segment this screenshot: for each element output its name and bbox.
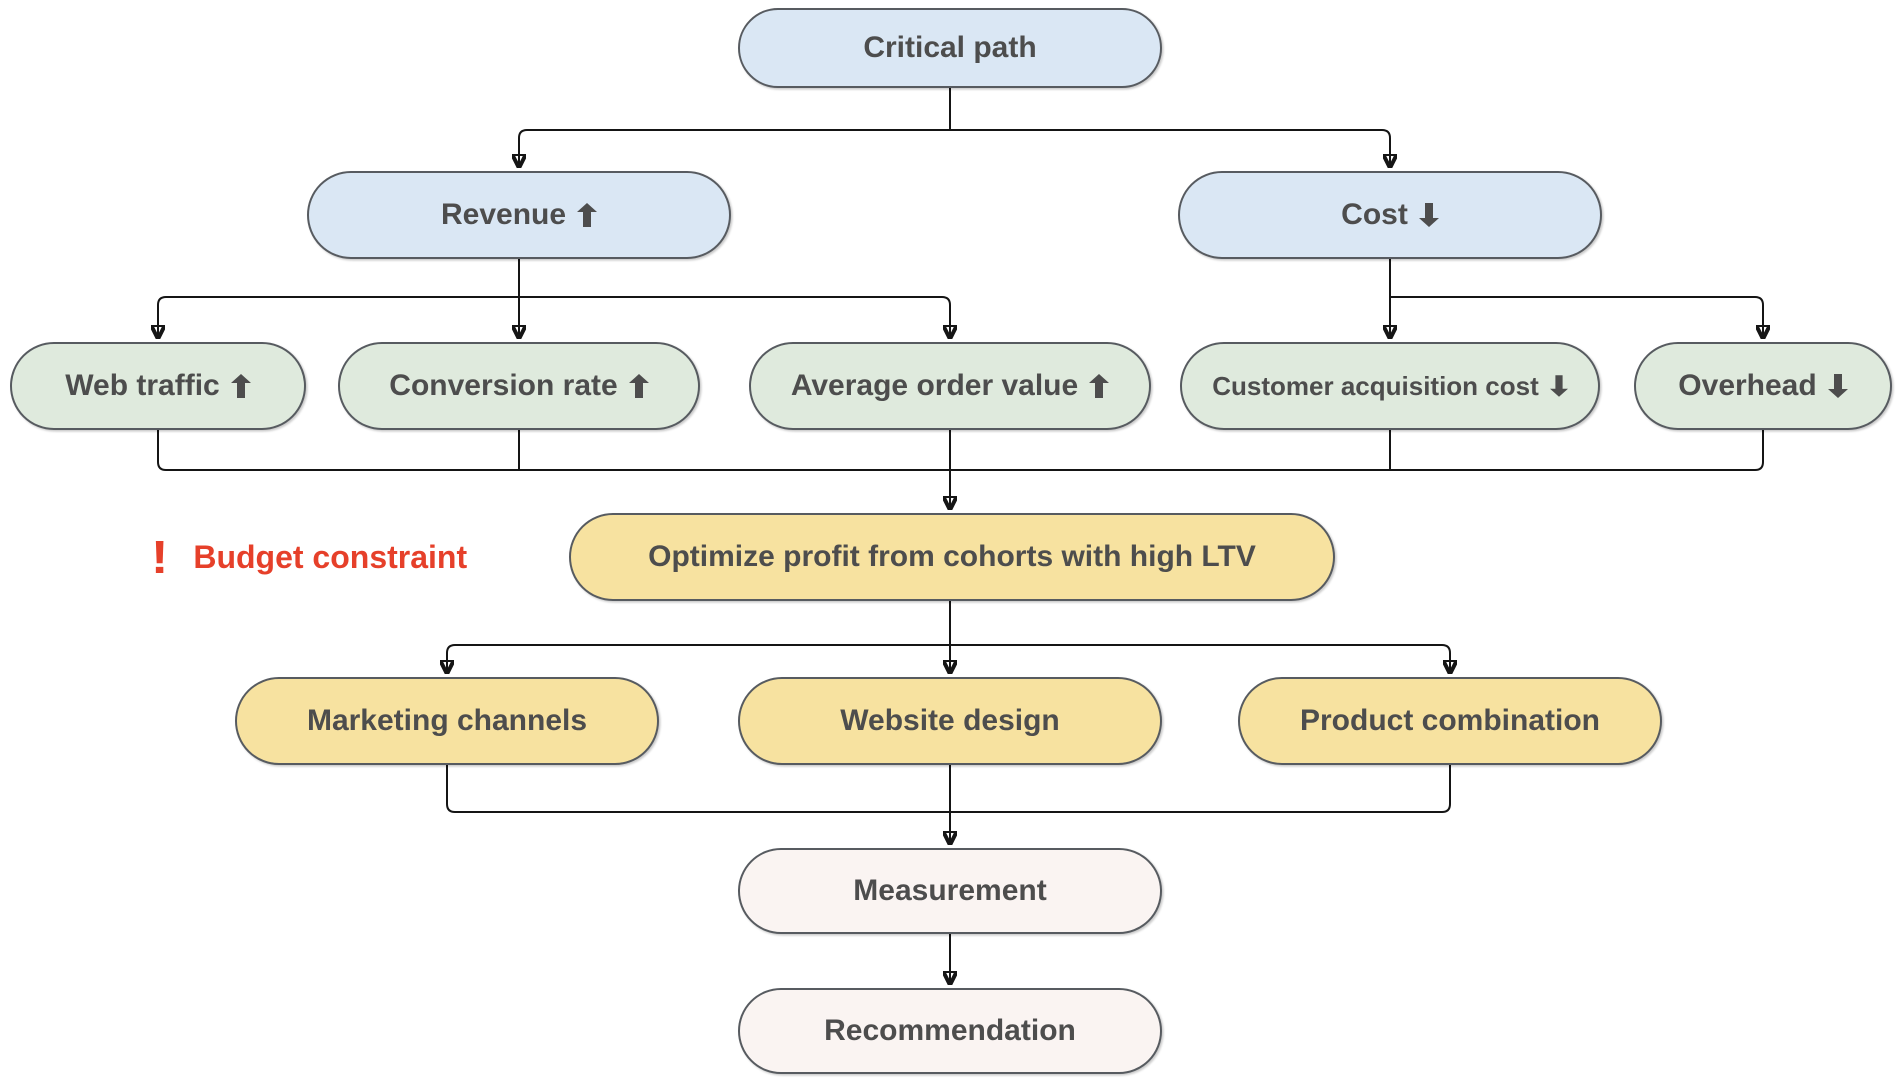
node-critical-path: Critical path	[738, 8, 1162, 88]
up-arrow-icon	[230, 374, 251, 398]
down-arrow-icon	[1827, 374, 1848, 398]
node-label: Marketing channels	[306, 704, 588, 737]
exclamation-icon: !	[150, 531, 169, 583]
node-label: Website design	[840, 704, 1060, 737]
node-customer-acquisition-cost: Customer acquisition cost	[1180, 342, 1600, 430]
node-label: Web traffic	[65, 369, 220, 402]
node-product-combination: Product combination	[1238, 677, 1662, 765]
connector	[950, 644, 1450, 672]
down-arrow-icon	[1549, 375, 1568, 397]
connector	[157, 430, 167, 471]
node-label: Cost	[1341, 198, 1408, 231]
node-label: Customer acquisition cost	[1212, 370, 1539, 401]
node-label: Recommendation	[824, 1014, 1076, 1047]
node-label: Measurement	[853, 874, 1047, 907]
up-arrow-icon	[628, 374, 649, 398]
node-optimize-profit: Optimize profit from cohorts with high L…	[569, 513, 1335, 601]
node-web-traffic: Web traffic	[10, 342, 306, 430]
budget-constraint-annotation: ! Budget constraint	[150, 526, 468, 588]
node-label: Product combination	[1300, 704, 1600, 737]
node-measurement: Measurement	[738, 848, 1162, 934]
connector	[519, 129, 950, 166]
node-recommendation: Recommendation	[738, 988, 1162, 1074]
node-label: Conversion rate	[389, 369, 618, 402]
node-label: Overhead	[1678, 369, 1817, 402]
connector	[446, 765, 456, 813]
node-cost: Cost	[1178, 171, 1602, 259]
node-label: Average order value	[790, 369, 1079, 402]
node-label: Optimize profit from cohorts with high L…	[648, 540, 1256, 573]
connector	[447, 644, 950, 672]
connector	[158, 296, 519, 337]
connector	[1390, 296, 1763, 337]
connector	[1754, 430, 1764, 471]
node-website-design: Website design	[738, 677, 1162, 765]
annotation-label: Budget constraint	[193, 538, 468, 575]
connector	[950, 129, 1390, 166]
node-label: Revenue	[440, 198, 567, 231]
node-average-order-value: Average order value	[749, 342, 1151, 430]
node-overhead: Overhead	[1634, 342, 1892, 430]
connector	[1441, 765, 1451, 813]
node-conversion-rate: Conversion rate	[338, 342, 700, 430]
node-label: Critical path	[863, 31, 1037, 64]
down-arrow-icon	[1418, 203, 1439, 227]
node-revenue: Revenue	[307, 171, 731, 259]
node-marketing-channels: Marketing channels	[235, 677, 659, 765]
up-arrow-icon	[577, 203, 598, 227]
connector	[519, 296, 950, 337]
up-arrow-icon	[1089, 374, 1110, 398]
